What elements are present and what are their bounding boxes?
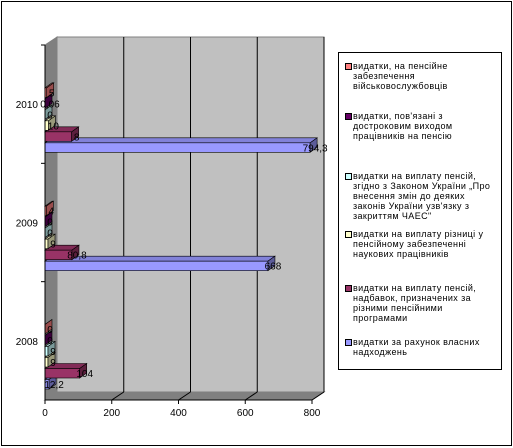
bar-side [46,82,54,98]
data-label: 4 [49,207,55,218]
bar-2009-series-6 [44,200,55,217]
data-label: 0,06 [40,99,60,110]
bar-side [47,233,56,250]
bar-2010-series-2 [44,126,80,142]
gridline-floor [178,391,191,401]
data-label: 9 [50,358,56,369]
x-tick-label: 800 [304,408,321,419]
y-tick-label-2008: 2008 [16,337,39,348]
bar-2010-series-6 [44,82,55,98]
legend-item: видатки, на пенсійне забезпечення військ… [345,61,499,91]
y-tick-label-2009: 2009 [16,219,39,230]
data-label: 5 [49,88,55,99]
bar-side [71,244,80,261]
bar-2010-series-1 [44,137,319,153]
x-tick-label: 600 [237,408,254,419]
legend-label: видатки, на пенсійне забезпечення військ… [353,61,448,91]
bar-side [47,351,56,368]
plot-walls [43,36,326,401]
bar-side [71,126,79,142]
gridline-floor [111,391,125,401]
data-label: 80,8 [67,251,87,262]
legend-item: видатки за рахунок власних надходжень [345,337,499,357]
data-label: 10 [48,121,60,132]
bar-side [309,137,318,153]
data-label: 668 [265,262,282,273]
data-label: 794,3 [303,143,328,154]
bar-side [267,255,276,272]
bar-2009-series-1 [44,255,276,272]
legend-item: видатки на виплату різниці у пенсійному … [345,229,499,259]
legend-swatch [345,231,352,238]
bar-front [44,131,72,142]
x-tick-label: 200 [103,408,120,419]
legend-item: видатки на виплату пенсій, згідно з Зако… [345,171,499,221]
data-label: 9 [50,347,56,358]
legend-label: видатки за рахунок власних надходжень [353,337,480,357]
legend: видатки, на пенсійне забезпечення військ… [338,52,502,370]
gridline-floor [311,391,325,401]
bar-2008-series-4 [44,340,56,357]
bar-2009-series-2 [44,244,80,261]
legend-swatch [345,113,352,120]
data-label: 8 [74,132,80,143]
legend-label: видатки на виплату різниці у пенсійному … [353,229,484,259]
legend-swatch [345,63,352,70]
y-tick-label-2010: 2010 [16,100,39,111]
gridline-floor [244,391,258,401]
data-label: 0 [47,336,53,347]
legend-label: видатки, пов'язані з достроковим виходом… [353,111,453,141]
data-label: 0 [47,218,53,229]
data-label: 0 [47,110,53,121]
bar-front [44,260,269,271]
legend-swatch [345,285,352,292]
x-tick-label: 400 [170,408,187,419]
bar-side [48,115,56,131]
legend-swatch [345,173,352,180]
legend-item: видатки, пов'язані з достроковим виходом… [345,111,499,141]
data-label: 104 [76,369,93,380]
bar-2008-series-2 [44,362,88,379]
grid-lines [111,37,325,401]
legend-label: видатки на виплату пенсій, надбавок, при… [353,283,477,323]
bar-front [44,368,81,379]
bar-side [47,340,56,357]
bar-side [46,200,54,217]
x-tick-label: 0 [42,408,48,419]
data-label: 12,2 [44,380,64,391]
bar-front [44,142,311,153]
bar-top [44,137,319,144]
bar-side [79,362,88,379]
data-label: 0 [47,325,53,336]
legend-label: видатки на виплату пенсій, згідно з Зако… [353,171,491,221]
data-label: 9 [50,240,56,251]
data-label: 0 [47,229,53,240]
legend-swatch [345,339,352,346]
legend-item: видатки на виплату пенсій, надбавок, при… [345,283,499,323]
